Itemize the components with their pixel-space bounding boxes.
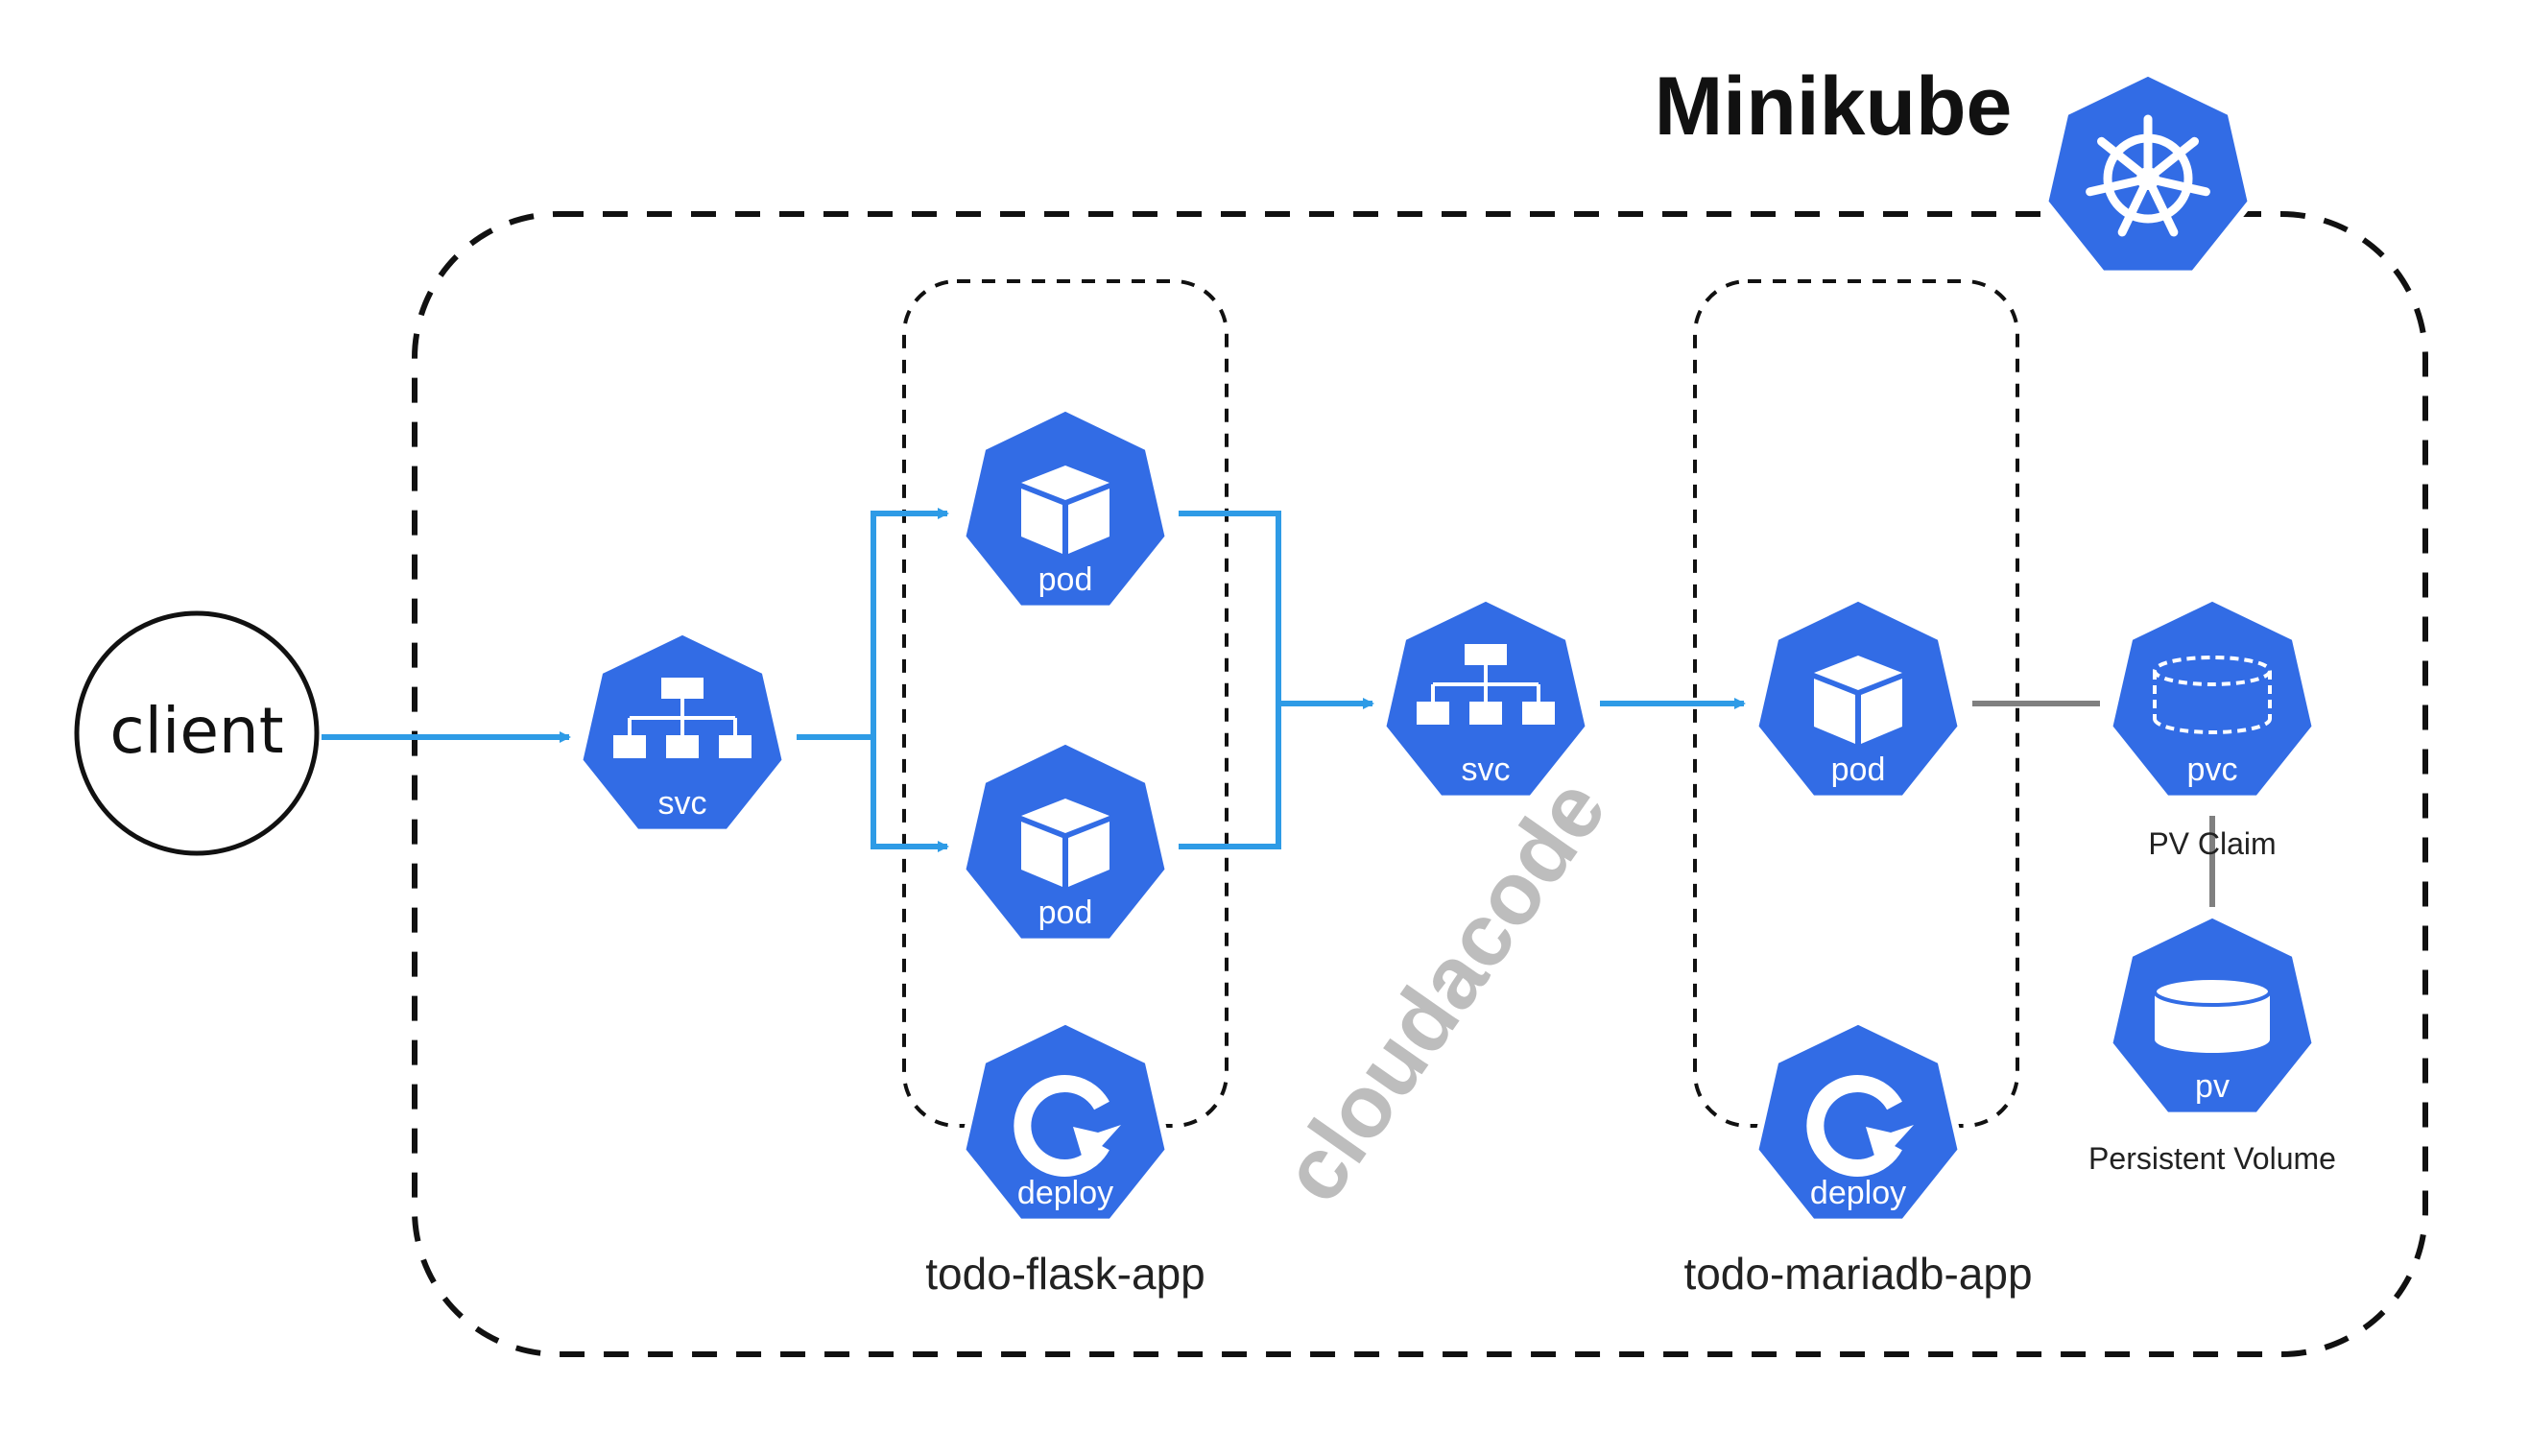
deploy-db-node: deploy <box>1755 1021 1961 1222</box>
minikube-cluster-boundary <box>412 211 2428 1357</box>
watermark: cloudacode <box>1263 762 1625 1220</box>
svc-db-node: svc <box>1383 598 1588 799</box>
pv-label: pv <box>2195 1068 2230 1105</box>
arrow-branch-to-pod-2 <box>871 737 949 852</box>
svc-db-label: svc <box>1462 752 1511 788</box>
mariadb-group-label: todo-mariadb-app <box>1683 1249 2032 1299</box>
pvc-node: pvc <box>2110 598 2315 799</box>
pvc-icon <box>2153 656 2272 734</box>
pv-icon <box>2153 976 2272 1053</box>
deployment-icon <box>1014 1075 1121 1177</box>
kubernetes-logo-icon <box>2045 73 2251 274</box>
svc-flask-node: svc <box>580 632 785 832</box>
flask-group-label: todo-flask-app <box>925 1249 1205 1299</box>
line-pod-2-to-merge <box>1179 704 1281 849</box>
service-icon <box>613 678 752 758</box>
pod-flask-1-label: pod <box>1038 561 1093 598</box>
connectors <box>322 508 1746 852</box>
pod-flask-2-node: pod <box>963 741 1168 942</box>
pod-icon <box>1021 465 1109 554</box>
pod-flask-1-node: pod <box>963 408 1168 609</box>
pod-db-label: pod <box>1831 752 1886 788</box>
storage-links <box>1972 701 2215 907</box>
deploy-flask-node: deploy <box>963 1021 1168 1222</box>
pod-icon <box>1021 799 1109 887</box>
svc-flask-label: svc <box>658 785 707 822</box>
deploy-db-label: deploy <box>1810 1175 1906 1211</box>
pv-node: pv <box>2110 915 2315 1115</box>
client-label: client <box>109 694 283 768</box>
pod-flask-2-label: pod <box>1038 895 1093 931</box>
service-icon <box>1417 644 1555 725</box>
pvc-label: pvc <box>2187 752 2238 788</box>
arrow-branch-to-pod-1 <box>871 508 949 737</box>
pv-caption: Persistent Volume <box>2088 1141 2336 1176</box>
deploy-flask-label: deploy <box>1017 1175 1113 1211</box>
pvc-caption: PV Claim <box>2148 826 2276 861</box>
line-pod-1-to-merge <box>1179 511 1281 704</box>
pod-icon <box>1814 656 1902 744</box>
client-node <box>74 610 320 856</box>
pod-db-node: pod <box>1755 598 1961 799</box>
cluster-title: Minikube <box>1655 60 2013 153</box>
deployment-icon <box>1806 1075 1914 1177</box>
